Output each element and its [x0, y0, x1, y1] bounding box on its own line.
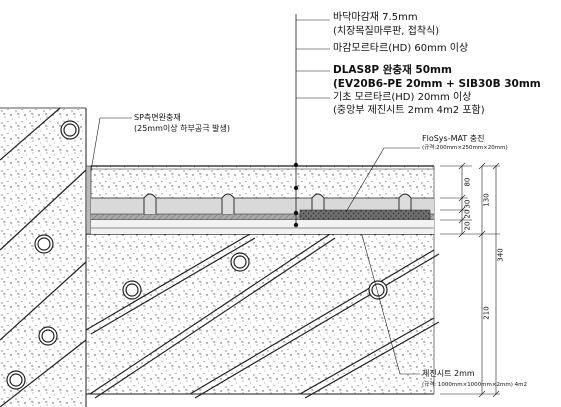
- dim-30: 30: [463, 199, 472, 209]
- base-mortar-layer: [91, 220, 434, 234]
- flosys-leader: [345, 147, 420, 213]
- damping-sheet-leader: [361, 234, 420, 375]
- cushion-anchors: [143, 193, 412, 214]
- finish-title: 바닥마감재 7.5mm: [333, 12, 418, 23]
- dim-20b: 20: [463, 221, 472, 231]
- dim-340: 340: [496, 248, 505, 262]
- side-cushion-title: SP측면완충재: [134, 113, 181, 122]
- base-sub: (중앙부 제진시트 2mm 4m2 포함): [333, 105, 485, 116]
- flosys-mat: [299, 209, 431, 221]
- flosys-title: FloSys-MAT 충진: [422, 134, 485, 143]
- dim-130: 130: [482, 193, 491, 207]
- damping-sheet-sub: (규격: 1000mm×1000mm×2mm) 4m2: [422, 382, 527, 388]
- mortar-label: 마감모르타르(HD) 60mm 이상: [333, 43, 469, 54]
- left-wall: [0, 107, 87, 407]
- layer-leader: [293, 14, 330, 228]
- cushion-sub: (EV20B6-PE 20mm + SIB30B 30mm: [333, 78, 541, 90]
- dim-80: 80: [463, 177, 472, 187]
- finish-sub: (치장목질마루판, 접착식): [333, 26, 440, 37]
- side-cushion-leader: [90, 117, 132, 172]
- dim-210: 210: [482, 306, 491, 320]
- side-cushion-sub: (25mm이상 하부공극 발생): [134, 124, 230, 133]
- rebar-pattern: [0, 107, 440, 407]
- side-cushion: [85, 165, 92, 235]
- flosys-sub: (규격:200mm×250mm×20mm): [422, 145, 508, 151]
- dim-20a: 20: [463, 209, 472, 219]
- cushion-title: DLAS8P 완충재 50mm: [333, 64, 452, 76]
- finish-mortar-layer: [91, 165, 434, 198]
- base-title: 기초 모르타르(HD) 20mm 이상: [333, 92, 472, 103]
- damping-sheet-title: 제진시트 2mm: [422, 369, 475, 378]
- dimension-lines: [440, 162, 500, 398]
